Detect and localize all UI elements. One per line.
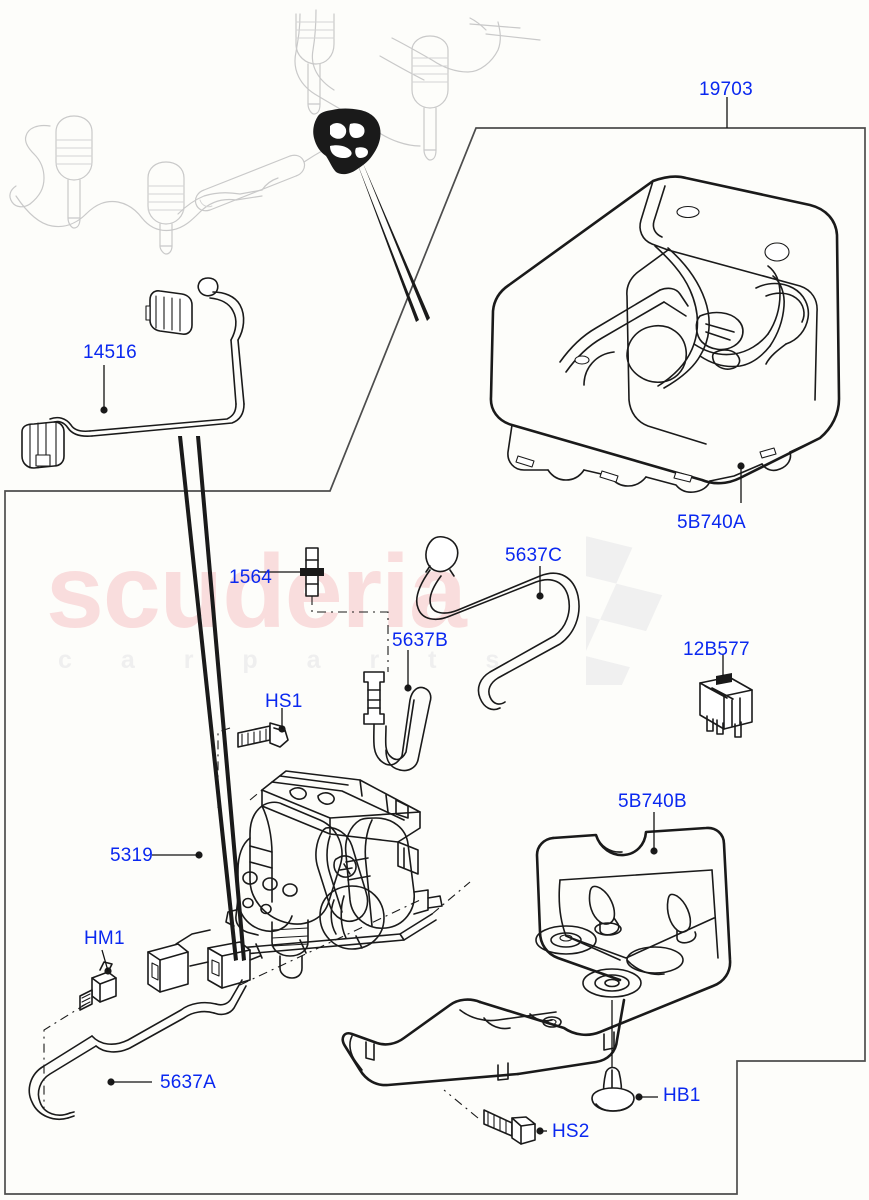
part-bolt-HS2 [443,1089,547,1145]
part-relay-12B577 [699,654,753,738]
part-compressor-tray-5B740B [341,812,732,1087]
callout-5637B: 5637B [392,630,448,651]
callout-5B740A: 5B740A [677,512,746,533]
callout-5637C: 5637C [505,545,562,566]
callout-HS1: HS1 [265,691,303,712]
callout-5637A: 5637A [160,1072,216,1093]
callout-HS2: HS2 [552,1121,590,1142]
part-clip-1564 [258,547,389,672]
part-compressor-cover-5B740A [489,97,841,503]
callout-HM1: HM1 [84,928,125,949]
highlight-compressor-mount [313,108,381,175]
leader-wedges [356,160,430,322]
part-nut-HM1 [43,949,117,1108]
callout-12B577: 12B577 [683,639,750,660]
callout-19703: 19703 [699,79,753,100]
callout-5B740B: 5B740B [618,791,687,812]
part-air-hose-5637C [415,535,580,711]
part-compressor-assembly-5319 [147,436,471,993]
watermark-brand: scuderia [46,534,467,650]
checkered-flag-watermark [586,536,663,685]
part-push-pin-HB1 [591,1066,658,1112]
callout-14516: 14516 [83,342,137,363]
part-wiring-harness-14516 [21,277,245,469]
callout-1564: 1564 [229,567,273,588]
part-air-hose-5637B [363,650,432,772]
callout-5319: 5319 [110,845,154,866]
callout-HB1: HB1 [663,1085,701,1106]
part-screw-HS1 [217,708,289,808]
ghost-suspension-overview [9,9,541,255]
part-air-hose-5637A [28,979,247,1120]
watermark-tagline: c a r p a r t s [58,646,521,674]
